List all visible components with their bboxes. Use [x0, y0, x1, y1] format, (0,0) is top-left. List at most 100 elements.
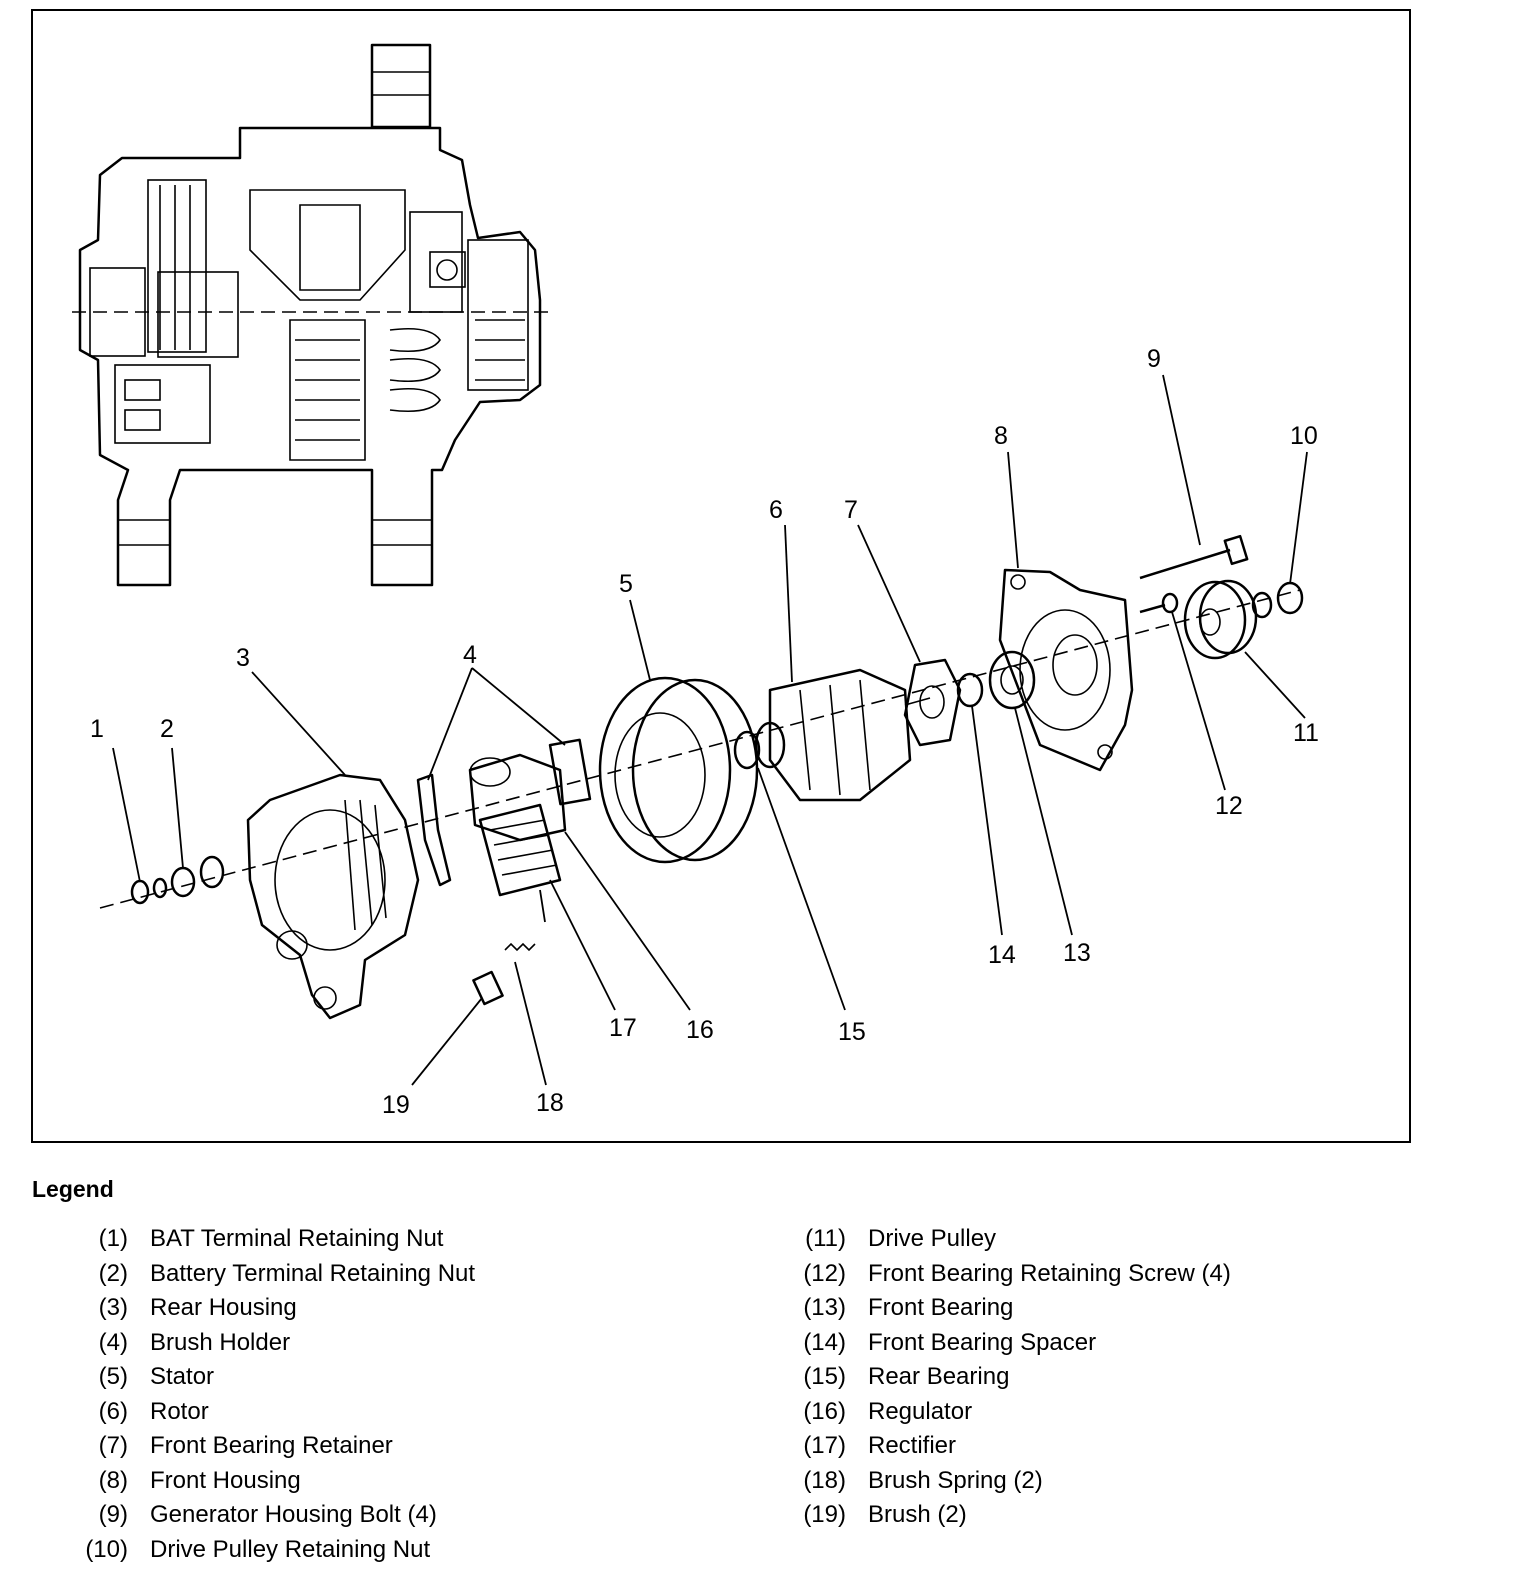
legend-item-number: (15) — [803, 1363, 846, 1391]
brush-holder-part — [416, 738, 592, 887]
callout-11: 11 — [1293, 719, 1319, 747]
brush-part — [472, 970, 504, 1006]
callout-1: 1 — [90, 715, 104, 743]
legend-item: (2) Battery Terminal Retaining Nut — [82, 1257, 475, 1292]
legend-item: (10) Drive Pulley Retaining Nut — [82, 1533, 475, 1568]
legend-item: (1) BAT Terminal Retaining Nut — [82, 1222, 475, 1257]
legend-item-label: Drive Pulley Retaining Nut — [150, 1535, 431, 1563]
legend-item: (6)Rotor — [82, 1395, 475, 1430]
legend-item-label: Rectifier — [868, 1432, 957, 1460]
legend-item-label: Front Bearing Retaining Screw (4) — [868, 1259, 1231, 1287]
legend-title: Legend — [32, 1176, 114, 1202]
callout-2: 2 — [160, 715, 174, 743]
callout-4: 4 — [463, 641, 477, 669]
legend-item: (18) Brush Spring (2) — [800, 1464, 1231, 1499]
legend-item: (16) Regulator — [800, 1395, 1231, 1430]
legend-item: (4) Brush Holder — [82, 1326, 475, 1361]
legend-item: (8) Front Housing — [82, 1464, 475, 1499]
legend-item: (13) Front Bearing — [800, 1291, 1231, 1326]
diagram-frame — [31, 9, 1411, 1143]
callout-9: 9 — [1147, 345, 1161, 373]
bat-terminal-nut-part — [130, 877, 168, 905]
drive-pulley-part — [1183, 579, 1258, 660]
legend-item-label: Rear Housing — [150, 1294, 297, 1322]
legend-item-label: Front Housing — [150, 1466, 301, 1494]
rectifier-part — [478, 803, 562, 897]
legend-item-label: Brush (2) — [868, 1501, 967, 1529]
legend-item: (17) Rectifier — [800, 1429, 1231, 1464]
battery-terminal-nut-part — [170, 855, 225, 898]
legend-item-label: Regulator — [868, 1397, 973, 1425]
legend-item: (19) Brush (2) — [800, 1498, 1231, 1533]
legend-item-number: (14) — [803, 1328, 846, 1356]
legend-item-number: (2) — [98, 1259, 128, 1287]
legend-item: (5) Stator — [82, 1360, 475, 1395]
legend-item-label: Battery Terminal Retaining Nut — [150, 1259, 476, 1287]
legend-item-label: BAT Terminal Retaining Nut — [150, 1225, 444, 1253]
legend-item: (12) Front Bearing Retaining Screw (4) — [800, 1257, 1231, 1292]
legend-item-number: (1) — [98, 1225, 128, 1253]
legend-item-number: (13) — [803, 1294, 846, 1322]
legend-item-number: (11) — [805, 1225, 846, 1253]
legend-item-number: (8) — [98, 1466, 128, 1494]
leader-lines — [112, 374, 1308, 1086]
callout-6: 6 — [769, 496, 783, 524]
callout-15: 15 — [838, 1018, 866, 1046]
callout-labels: 1 2 3 4 5 6 7 8 9 10 11 12 13 14 15 16 1… — [90, 345, 1319, 1119]
callout-13: 13 — [1063, 939, 1091, 967]
legend-item-label: Brush Holder — [150, 1328, 291, 1356]
legend-item-number: (4) — [98, 1328, 128, 1356]
rear-bearing-part — [733, 721, 786, 770]
regulator-part — [468, 753, 567, 842]
callout-17: 17 — [609, 1014, 637, 1042]
legend-item-label: Generator Housing Bolt (4) — [150, 1501, 437, 1529]
front-bearing-part — [988, 650, 1036, 710]
callout-12: 12 — [1215, 792, 1243, 820]
legend-item-label: Front Bearing Retainer — [150, 1432, 393, 1460]
callout-10: 10 — [1290, 422, 1318, 450]
legend-right-column: (11) Drive Pulley (12) Front Bearing Retain… — [800, 1222, 1231, 1533]
rotor-part — [768, 668, 931, 802]
stator-part — [598, 676, 759, 864]
callout-18: 18 — [536, 1089, 564, 1117]
callout-16: 16 — [686, 1016, 714, 1044]
legend-item-number: (7) — [98, 1432, 128, 1460]
legend-item: (7) Front Bearing Retainer — [82, 1429, 475, 1464]
legend-item-label: Rotor — [150, 1397, 209, 1425]
legend-item-number: (12) — [803, 1259, 846, 1287]
legend-item-label: Front Bearing Spacer — [868, 1328, 1097, 1356]
rear-housing-part — [246, 773, 420, 1020]
legend-item-label: Brush Spring (2) — [868, 1466, 1043, 1494]
legend-item: (15) Rear Bearing — [800, 1360, 1231, 1395]
callout-7: 7 — [844, 496, 858, 524]
front-bearing-retainer-part — [903, 658, 962, 747]
legend-item: (3) Rear Housing — [82, 1291, 475, 1326]
legend-item: (14) Front Bearing Spacer — [800, 1326, 1231, 1361]
assembly-axis — [99, 589, 1301, 909]
exploded-view-diagram: 1 2 3 4 5 6 7 8 9 10 11 12 13 14 15 16 1… — [72, 43, 1319, 1119]
legend-item-number: (5) — [98, 1363, 128, 1391]
front-bearing-retaining-screw-part — [1139, 592, 1179, 614]
legend-item-number: (3) — [98, 1294, 128, 1322]
brush-spring-part — [504, 942, 536, 952]
legend-item-label: Front Bearing — [868, 1294, 1014, 1322]
callout-3: 3 — [236, 644, 250, 672]
generator-housing-bolt-part — [1139, 534, 1249, 580]
callout-19: 19 — [382, 1091, 410, 1119]
legend-item-number: (9) — [98, 1501, 128, 1529]
callout-8: 8 — [994, 422, 1008, 450]
legend-item-label: Rear Bearing — [868, 1363, 1010, 1391]
callout-5: 5 — [619, 570, 633, 598]
legend-item-number: (17) — [803, 1432, 846, 1460]
legend-item-number: (10) — [85, 1535, 128, 1563]
front-bearing-spacer-part — [956, 672, 984, 708]
legend-item-label: Stator — [150, 1363, 215, 1391]
callout-14: 14 — [988, 941, 1016, 969]
legend-item-number: (19) — [803, 1501, 846, 1529]
legend-item: (11) Drive Pulley — [800, 1222, 1231, 1257]
legend-item-number: (16) — [803, 1397, 846, 1425]
legend-item-label: Drive Pulley — [868, 1225, 997, 1253]
legend-left-column: (1) BAT Terminal Retaining Nut (2) Battery … — [82, 1222, 475, 1567]
legend-item: (9) Generator Housing Bolt (4) — [82, 1498, 475, 1533]
legend-item-number: (18) — [803, 1466, 846, 1494]
